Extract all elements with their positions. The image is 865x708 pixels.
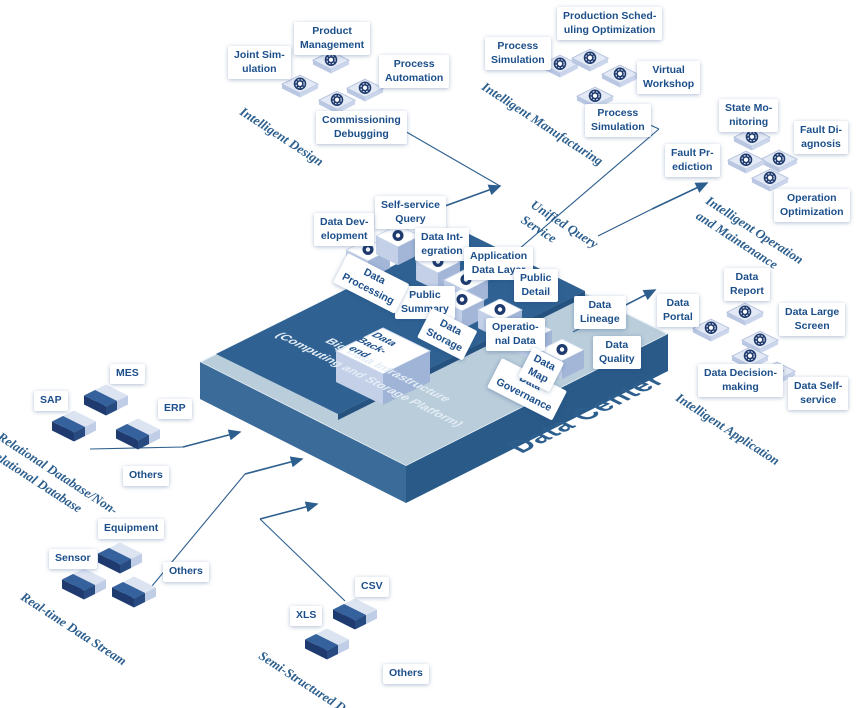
label-fault-diagnosis: Fault Di- agnosis [794, 121, 848, 155]
label-data-report: Data Report [724, 268, 770, 302]
label-fault-prediction: Fault Pr- ediction [665, 144, 720, 178]
label-sap: SAP [34, 391, 68, 411]
label-semistructured-others: Others [383, 664, 429, 684]
label-csv: CSV [355, 577, 389, 597]
flow-arrows [182, 182, 709, 520]
label-joint-simulation: Joint Sim- ulation [228, 46, 291, 80]
label-relational-others: Others [123, 466, 169, 486]
data-backend-box [334, 327, 432, 405]
label-process-simulation-1: Process Simulation [485, 37, 551, 71]
label-public-detail: Public Detail [514, 269, 558, 303]
label-xls: XLS [290, 606, 323, 626]
label-production-scheduling-optimization: Production Sched- uling Optimization [557, 7, 663, 41]
label-product-management: Product Management [294, 22, 371, 56]
label-data-development: Data Dev- elopment [314, 213, 375, 247]
label-state-monitoring: State Mo- nitoring [719, 99, 779, 133]
label-process-simulation-2: Process Simulation [585, 104, 651, 138]
label-equipment: Equipment [98, 519, 165, 539]
label-commissioning-debugging: Commissioning Debugging [316, 111, 407, 145]
platform-right-face [406, 334, 668, 503]
realtime-stream-icon [112, 576, 156, 609]
data-report-icon [726, 302, 764, 331]
label-mes: MES [110, 364, 145, 384]
label-process-automation: Process Automation [379, 55, 450, 89]
label-erp: ERP [158, 399, 192, 419]
label-data-large-screen: Data Large Screen [779, 303, 846, 337]
xls-icon [305, 628, 349, 661]
label-self-service-query: Self-service Query [375, 196, 446, 230]
erp-icon [116, 418, 160, 451]
label-data-quality: Data Quality [593, 336, 641, 370]
label-realtime-others: Others [163, 562, 209, 582]
label-sensor: Sensor [49, 549, 97, 569]
label-data-portal: Data Portal [657, 294, 699, 328]
label-virtual-workshop: Virtual Workshop [637, 61, 701, 95]
label-data-self-service: Data Self- service [788, 377, 849, 411]
label-operational-data: Operatio- nal Data [486, 318, 545, 352]
label-data-lineage: Data Lineage [574, 296, 626, 330]
label-operation-optimization: Operation Optimization [774, 189, 850, 223]
sensor-icon [62, 568, 106, 601]
mes-icon [84, 384, 128, 417]
platform-left-face [200, 362, 406, 503]
label-data-decision-making: Data Decision- making [698, 364, 783, 398]
label-data-integration: Data Int- egration [415, 228, 469, 262]
csv-icon [333, 598, 377, 631]
